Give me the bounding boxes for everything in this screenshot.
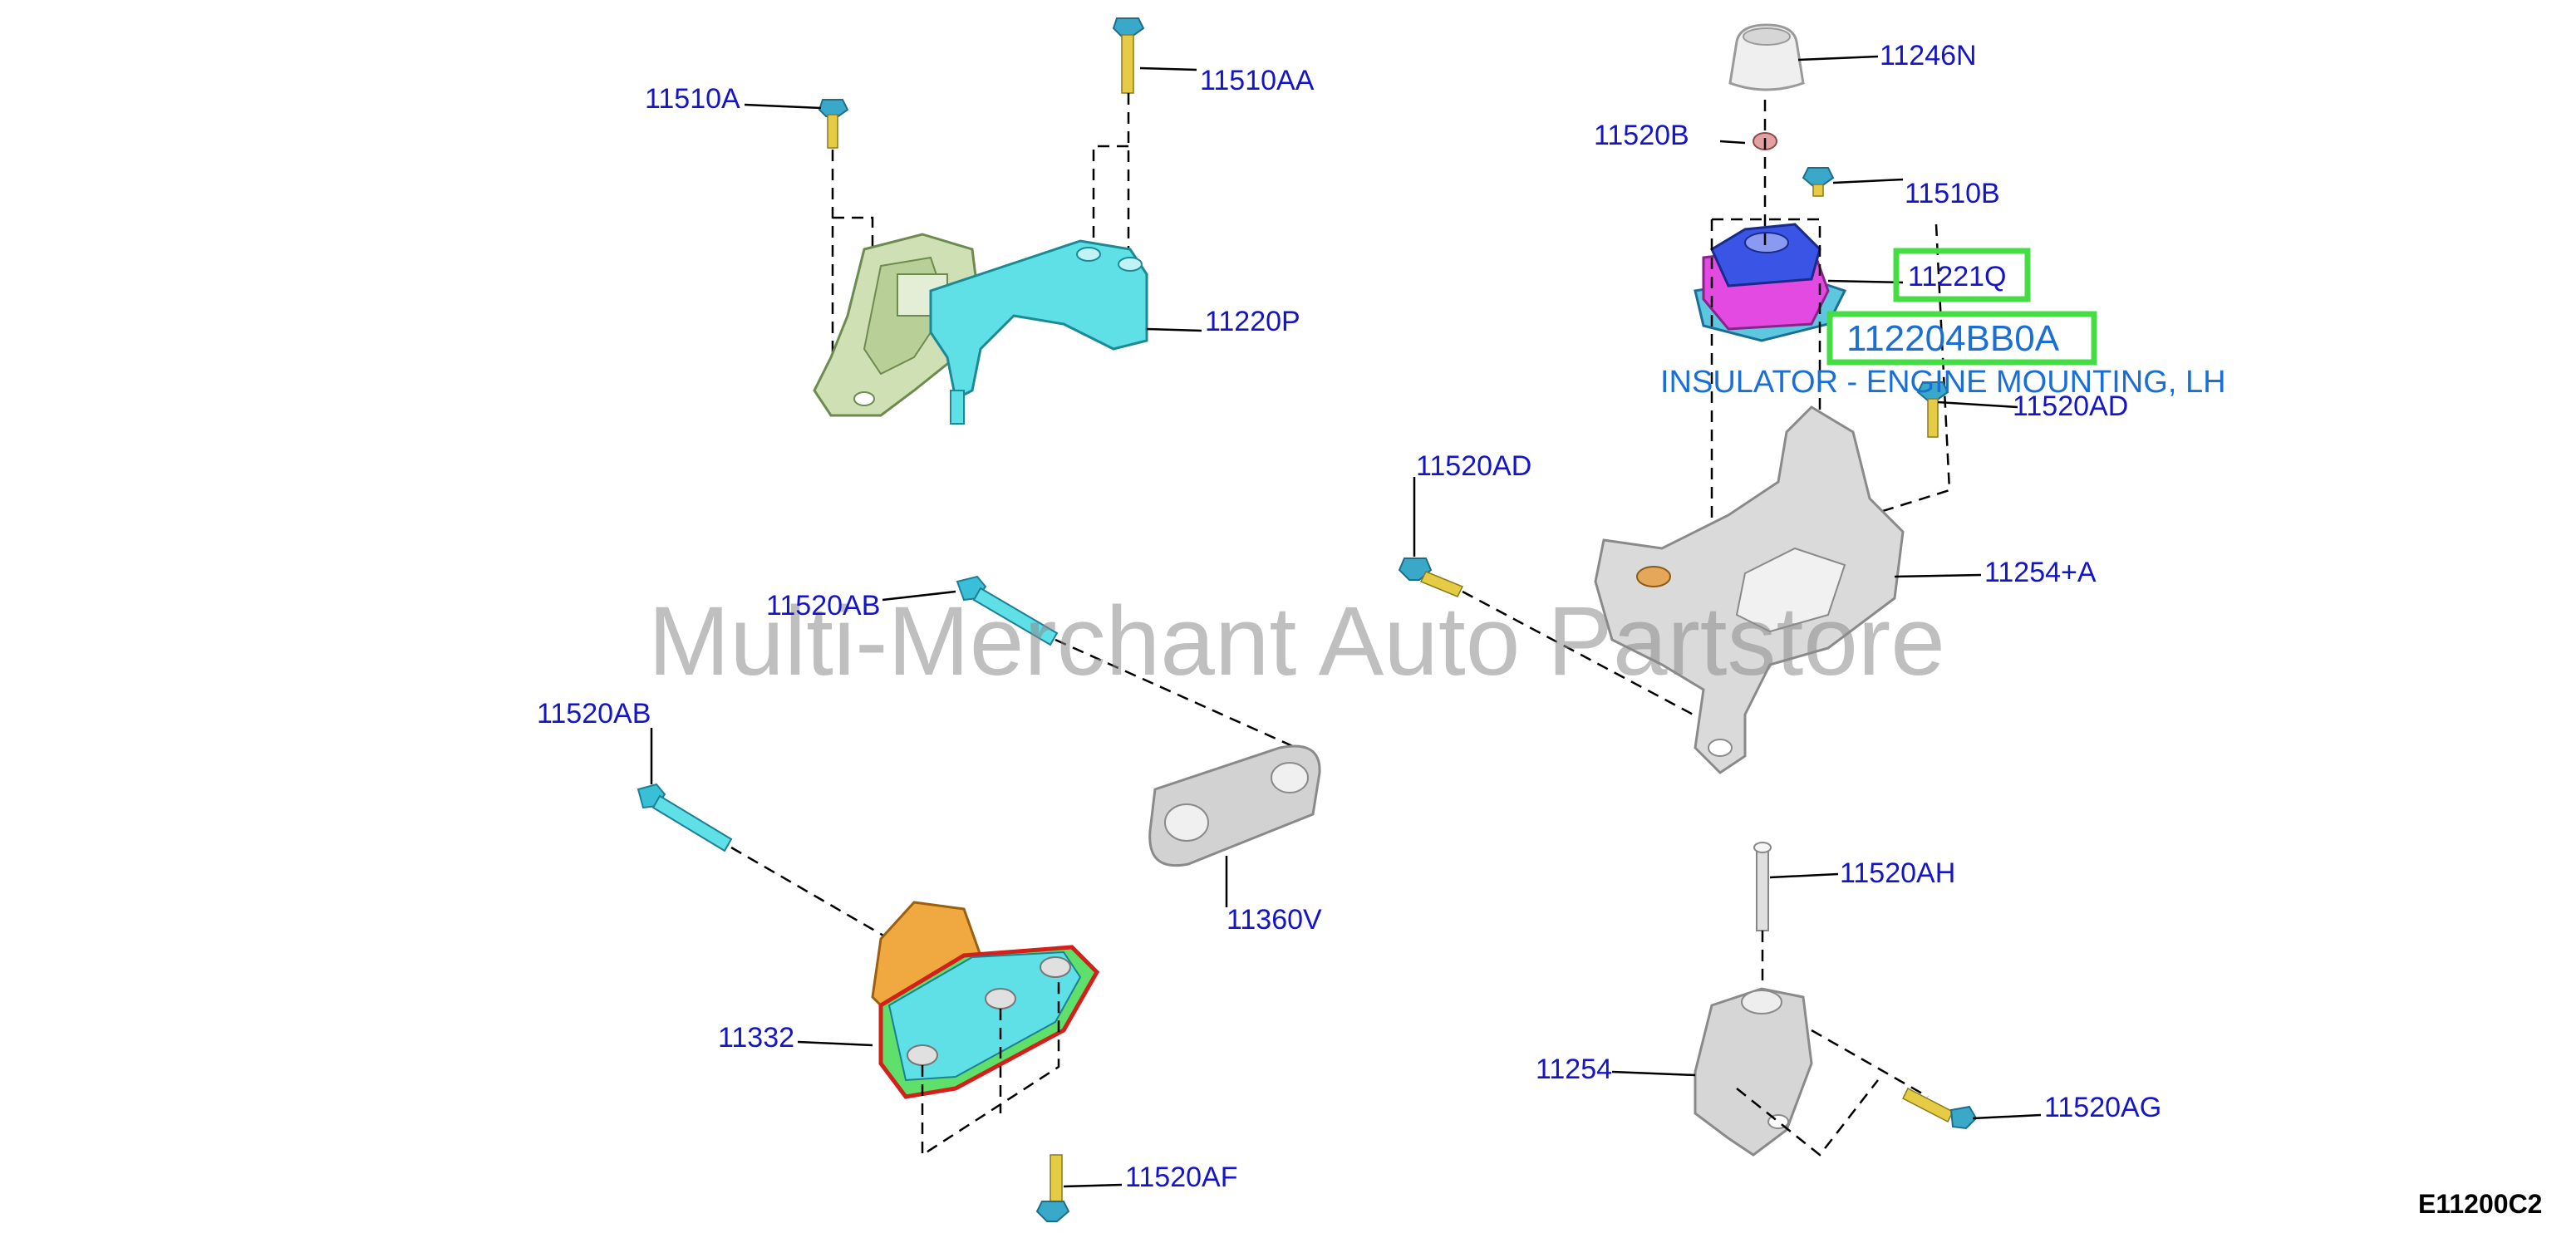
bolt-11520AF-drawing[interactable] bbox=[1035, 1154, 1070, 1222]
callout-11520AG[interactable]: 11520AG bbox=[2044, 1092, 2161, 1123]
callout-11520AD-left[interactable]: 11520AD bbox=[1416, 450, 1531, 482]
bolt-11520AD-right-drawing[interactable] bbox=[1916, 381, 1949, 438]
callout-11360V[interactable]: 11360V bbox=[1227, 904, 1322, 936]
diagram-code: E11200C2 bbox=[2418, 1189, 2542, 1219]
callout-11221Q[interactable]: 11221Q bbox=[1908, 261, 2006, 292]
callout-11520AH[interactable]: 11520AH bbox=[1840, 857, 1955, 889]
bolt-11520AB-top-drawing[interactable] bbox=[956, 575, 1059, 646]
highlight-box-11221Q bbox=[1893, 248, 2031, 302]
callout-11254[interactable]: 11254 bbox=[1536, 1054, 1612, 1085]
bracket-11332-drawing[interactable] bbox=[871, 901, 1100, 1099]
callout-11520AD-right[interactable]: 11520AD bbox=[2013, 391, 2128, 422]
callout-11510A[interactable]: 11510A bbox=[645, 83, 740, 115]
callout-11520B[interactable]: 11520B bbox=[1594, 120, 1689, 151]
bolt-11510AA-drawing[interactable] bbox=[1112, 17, 1145, 94]
bolt-11520AD-left-drawing[interactable] bbox=[1398, 558, 1464, 597]
insulator-11221Q-drawing[interactable] bbox=[1694, 223, 1847, 342]
callout-11520AB-top[interactable]: 11520AB bbox=[766, 590, 880, 621]
link-11360V-drawing[interactable] bbox=[1148, 744, 1321, 867]
bolt-11520AG-drawing[interactable] bbox=[1901, 1087, 1978, 1130]
cap-11246N-drawing[interactable] bbox=[1728, 23, 1805, 91]
highlight-box-selected-part bbox=[1826, 311, 2097, 366]
bracket-11254A-drawing[interactable] bbox=[1594, 405, 1905, 774]
callout-11220P[interactable]: 11220P bbox=[1205, 306, 1300, 337]
bracket-11254-drawing[interactable] bbox=[1694, 987, 1813, 1157]
callout-11520AF[interactable]: 11520AF bbox=[1125, 1162, 1237, 1193]
callout-11510B[interactable]: 11510B bbox=[1905, 178, 2000, 209]
selected-part-description: INSULATOR - ENGINE MOUNTING, LH bbox=[1660, 365, 2226, 400]
callout-11254A[interactable]: 11254+A bbox=[1984, 557, 2097, 588]
callout-11510AA[interactable]: 11510AA bbox=[1200, 65, 1315, 96]
selected-part-number[interactable]: 112204BB0A bbox=[1846, 318, 2060, 359]
bolt-11510A-drawing[interactable] bbox=[818, 99, 849, 149]
bracket-11220P-drawing[interactable] bbox=[929, 239, 1148, 425]
bolt-11510B-drawing[interactable] bbox=[1802, 167, 1835, 197]
callout-11332[interactable]: 11332 bbox=[718, 1022, 794, 1054]
callout-11246N[interactable]: 11246N bbox=[1880, 40, 1977, 71]
bolt-11520AB-left-drawing[interactable] bbox=[637, 783, 733, 852]
callout-11520AB-left[interactable]: 11520AB bbox=[537, 698, 651, 729]
watermark-text: Multi-Merchant Auto Partstore bbox=[648, 587, 1945, 696]
stud-11520AH-drawing[interactable] bbox=[1753, 842, 1772, 931]
